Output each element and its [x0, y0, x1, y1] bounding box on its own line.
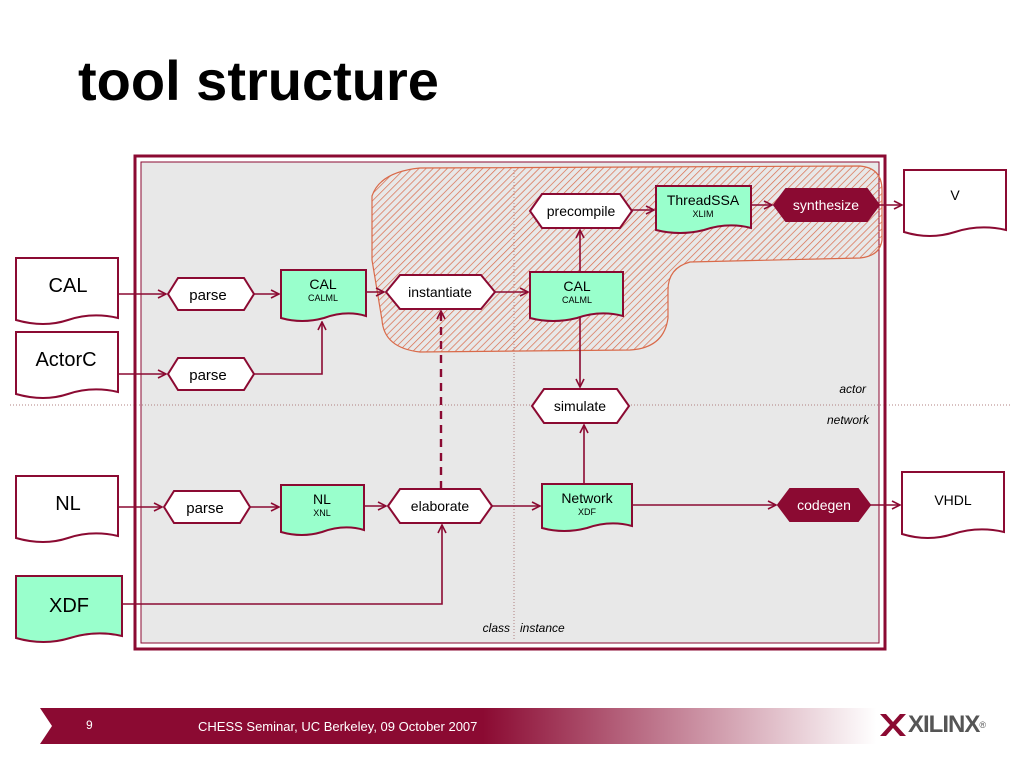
network-model-title: Network: [561, 490, 613, 506]
instance-region-label: instance: [520, 621, 565, 635]
cal-model-2-sub: CALML: [562, 295, 592, 305]
xilinx-logo: XILINX®: [878, 708, 986, 742]
codegen-op-label: codegen: [797, 497, 851, 513]
parse-op-3: parse: [162, 490, 252, 524]
simulate-op-label: simulate: [554, 398, 606, 414]
cal-model-1-sub: CALML: [308, 293, 338, 303]
xilinx-mark-icon: [880, 714, 906, 736]
threadssa-model: ThreadSSA XLIM: [655, 185, 752, 234]
arrow-parse2-to-cal: [254, 322, 322, 375]
xilinx-logo-text: XILINX: [908, 711, 980, 738]
input-nl-label: NL: [55, 493, 81, 515]
nl-model: NL XNL: [280, 484, 365, 536]
network-model-sub: XDF: [578, 507, 597, 517]
input-xdf-doc: XDF: [15, 575, 123, 643]
footer-text: CHESS Seminar, UC Berkeley, 09 October 2…: [198, 719, 478, 734]
arrow-xdf-to-elaborate: [122, 525, 442, 605]
input-cal-label: CAL: [49, 275, 88, 297]
nl-model-title: NL: [313, 491, 331, 507]
cal-model-2: CAL CALML: [529, 271, 624, 322]
hatched-region: [371, 165, 883, 353]
cal-model-2-title: CAL: [563, 278, 590, 294]
input-cal-doc: CAL: [15, 257, 119, 325]
threadssa-model-sub: XLIM: [692, 209, 713, 219]
elaborate-op: elaborate: [386, 488, 494, 524]
input-xdf-label: XDF: [49, 595, 89, 617]
output-vhdl-doc: VHDL: [901, 471, 1005, 539]
input-actorc-label: ActorC: [35, 349, 96, 371]
simulate-op: simulate: [530, 388, 631, 424]
precompile-op-label: precompile: [547, 203, 616, 219]
output-v-label: V: [950, 187, 960, 203]
precompile-op: precompile: [528, 193, 634, 229]
input-nl-doc: NL: [15, 475, 119, 543]
cal-model-1: CAL CALML: [280, 269, 367, 322]
codegen-op: codegen: [776, 488, 872, 522]
input-actorc-doc: ActorC: [15, 331, 119, 399]
parse-op-2: parse: [166, 357, 256, 391]
class-region-label: class: [483, 621, 510, 635]
network-model: Network XDF: [541, 483, 633, 532]
parse-op-1-label: parse: [189, 287, 227, 304]
nl-model-sub: XNL: [313, 508, 331, 518]
slide-title: tool structure: [78, 49, 439, 112]
elaborate-op-label: elaborate: [411, 498, 470, 514]
xilinx-logo-reg: ®: [979, 720, 986, 730]
parse-op-2-label: parse: [189, 367, 227, 384]
output-vhdl-label: VHDL: [934, 492, 972, 508]
tool-structure-diagram: CAL ActorC NL XDF V VHDL parse parse par…: [10, 154, 1010, 651]
instantiate-op-label: instantiate: [408, 284, 472, 300]
cal-model-1-title: CAL: [309, 276, 336, 292]
parse-op-3-label: parse: [186, 500, 224, 517]
synthesize-op-label: synthesize: [793, 197, 859, 213]
synthesize-op: synthesize: [772, 188, 881, 222]
parse-op-1: parse: [166, 277, 256, 311]
footer-bar: [40, 708, 1024, 744]
actor-region-label: actor: [839, 382, 867, 396]
connector-arrows: [118, 205, 902, 605]
threadssa-model-title: ThreadSSA: [667, 192, 740, 208]
network-region-label: network: [827, 413, 870, 427]
output-v-doc: V: [903, 169, 1007, 237]
instantiate-op: instantiate: [384, 274, 497, 310]
page-number: 9: [86, 718, 93, 732]
